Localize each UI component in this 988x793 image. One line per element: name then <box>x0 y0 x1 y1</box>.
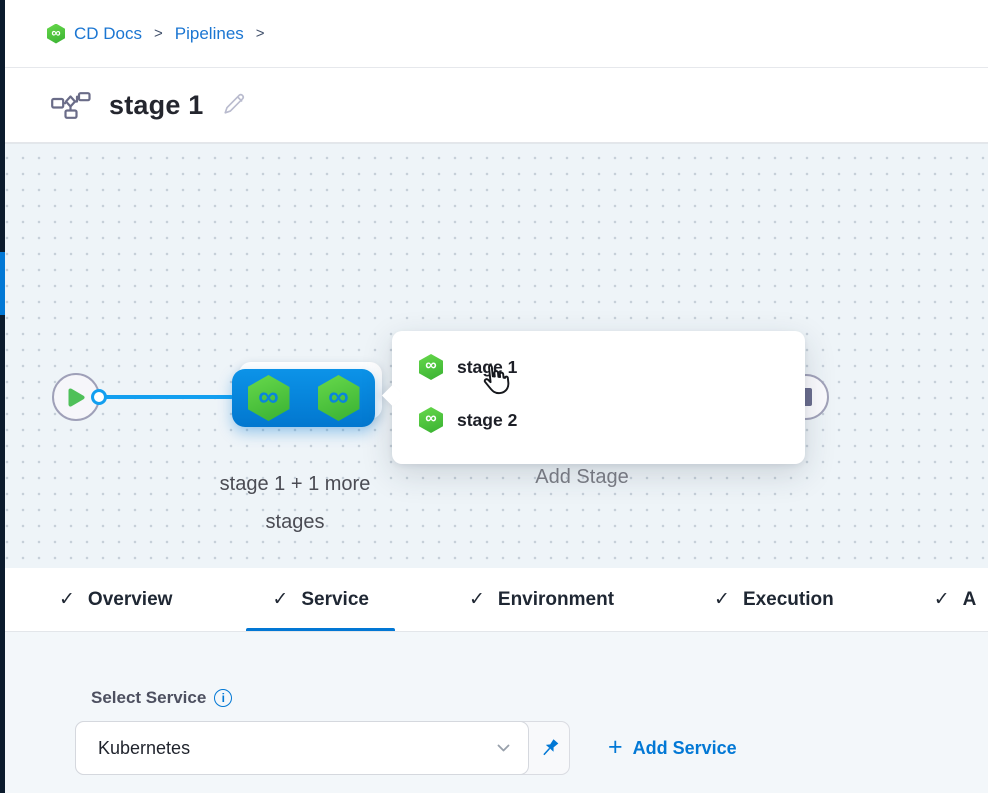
info-icon[interactable]: i <box>214 689 233 707</box>
pencil-icon <box>224 93 245 114</box>
service-tab-content: Select Service i Kubernetes <box>5 632 988 793</box>
check-icon: ✓ <box>714 589 730 610</box>
chevron-down-icon <box>497 744 510 752</box>
stages-icon <box>51 91 91 119</box>
stop-icon <box>800 388 812 406</box>
active-module-indicator <box>0 252 5 315</box>
page-title: stage 1 <box>109 89 204 120</box>
cd-stage-icon: ∞ <box>247 375 290 421</box>
add-stage-label[interactable]: Add Stage <box>535 466 629 488</box>
tab-environment[interactable]: ✓ Environment <box>468 588 615 611</box>
stage-list-popup: ∞ stage 1 ∞ stage 2 <box>381 331 805 464</box>
check-icon: ✓ <box>933 589 950 610</box>
breadcrumb-separator: > <box>255 25 265 42</box>
tab-overview[interactable]: ✓ Overview <box>59 588 173 611</box>
tab-service[interactable]: ✓ Service <box>246 568 395 631</box>
service-select-value: Kubernetes <box>98 737 191 758</box>
pin-icon <box>543 738 558 755</box>
check-icon: ✓ <box>59 589 75 610</box>
popup-item-stage-2[interactable]: ∞ stage 2 <box>419 407 805 433</box>
pipeline-canvas[interactable]: ∞ ∞ stage 1 + 1 more stages Add Stage ∞ … <box>5 143 988 568</box>
breadcrumb-link-pipelines[interactable]: Pipelines <box>174 23 244 43</box>
pin-service-button[interactable] <box>529 722 569 774</box>
cd-stage-icon: ∞ <box>317 375 360 421</box>
popup-arrow <box>381 384 404 407</box>
service-select[interactable]: Kubernetes <box>75 721 529 775</box>
popup-item-stage-1[interactable]: ∞ stage 1 <box>419 354 805 380</box>
add-service-button[interactable]: + Add Service <box>608 732 737 761</box>
breadcrumb: ∞ CD Docs > Pipelines > <box>5 0 988 68</box>
edit-stage-name-button[interactable] <box>221 92 247 118</box>
stage-config-tabs: ✓ Overview ✓ Service ✓ Environment ✓ Exe… <box>5 568 988 632</box>
stage-group-node[interactable]: ∞ ∞ <box>232 369 375 427</box>
tab-advanced-truncated[interactable]: ✓ A <box>933 588 977 611</box>
pipeline-connector-line <box>99 395 233 399</box>
plus-icon: + <box>608 732 623 761</box>
breadcrumb-link-project[interactable]: CD Docs <box>74 23 143 43</box>
breadcrumb-separator: > <box>154 25 163 42</box>
tab-execution[interactable]: ✓ Execution <box>714 588 834 611</box>
play-icon <box>68 388 84 406</box>
pipeline-studio-page: ∞ CD Docs > Pipelines > stage 1 <box>5 0 988 793</box>
left-nav-strip <box>0 0 5 793</box>
select-service-label: Select Service <box>91 688 207 707</box>
connector-handle[interactable] <box>91 389 107 405</box>
check-icon: ✓ <box>272 589 289 610</box>
cd-stage-icon: ∞ <box>419 354 443 380</box>
service-select-group: Kubernetes <box>75 721 570 775</box>
check-icon: ✓ <box>468 589 485 610</box>
stage-title-bar: stage 1 <box>5 68 988 143</box>
cd-module-icon: ∞ <box>47 23 65 44</box>
cd-stage-icon: ∞ <box>419 407 443 433</box>
stage-group-label: stage 1 + 1 more stages <box>219 473 371 533</box>
